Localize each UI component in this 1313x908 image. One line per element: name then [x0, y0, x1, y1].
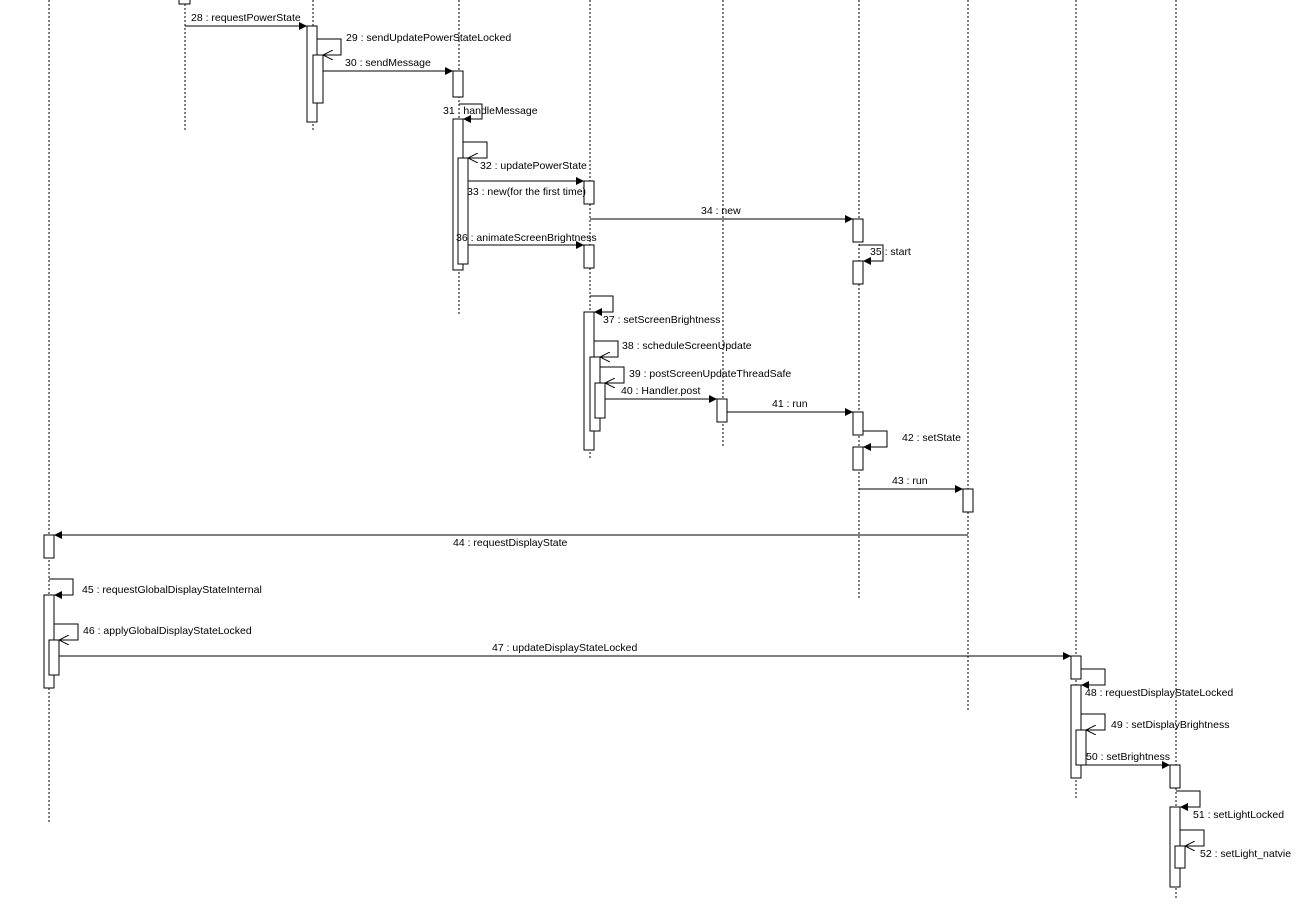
message-45-arrow: [49, 578, 74, 599]
activation-bar: [43, 534, 55, 559]
activation-bar: [583, 180, 595, 205]
message-33-label: 33 : new(for the first time): [467, 186, 586, 198]
message-39-label: 39 : postScreenUpdateThreadSafe: [629, 368, 791, 380]
activation-bar: [1169, 764, 1181, 789]
activation-bar: [457, 157, 469, 265]
message-29-arrow: [317, 38, 342, 55]
activation-bar: [312, 54, 324, 104]
message-36-label: 36 : animateScreenBrightness: [456, 232, 597, 244]
activation-bar: [962, 488, 974, 513]
message-44-label: 44 : requestDisplayState: [453, 537, 568, 549]
message-46-label: 46 : applyGlobalDisplayStateLocked: [83, 625, 252, 637]
activation-bar: [852, 411, 864, 436]
message-42-label: 42 : setState: [902, 432, 961, 444]
activation-bar: [178, 0, 191, 5]
message-28-label: 28 : requestPowerState: [191, 12, 301, 24]
message-31-arrow: [459, 103, 483, 123]
activation-bar: [583, 244, 595, 269]
message-29-label: 29 : sendUpdatePowerStateLocked: [346, 32, 511, 44]
message-50-label: 50 : setBrightness: [1086, 751, 1170, 763]
activation-bar: [1070, 655, 1082, 680]
message-45-label: 45 : requestGlobalDisplayStateInternal: [82, 584, 262, 596]
message-30-label: 30 : sendMessage: [345, 57, 431, 69]
self-call-arrow: [463, 141, 488, 158]
message-46-arrow: [54, 623, 79, 640]
message-37-label: 37 : setScreenBrightness: [603, 314, 720, 326]
message-49-arrow: [1081, 713, 1106, 730]
message-52-arrow: [1180, 829, 1205, 846]
message-37-arrow: [590, 295, 614, 316]
message-35-label: 35 : start: [870, 246, 911, 258]
message-34-label: 34 : new: [701, 205, 741, 217]
message-52-label: 52 : setLight_natvie: [1200, 848, 1291, 860]
message-48-arrow: [1081, 668, 1106, 689]
activation-bar: [852, 260, 864, 285]
message-32-label: 32 : updatePowerState: [480, 160, 587, 172]
activation-bar: [852, 446, 864, 471]
lifelines: [48, 0, 1177, 898]
activation-bar: [852, 218, 864, 243]
message-39-arrow: [600, 366, 625, 383]
activation-bar: [716, 398, 728, 423]
message-38-label: 38 : scheduleScreenUpdate: [622, 340, 752, 352]
message-43-label: 43 : run: [892, 475, 928, 487]
activation-bar: [1174, 845, 1186, 869]
message-51-arrow: [1176, 790, 1201, 811]
message-41-label: 41 : run: [772, 398, 808, 410]
message-31-label: 31 : handleMessage: [443, 105, 538, 117]
message-48-label: 48 : requestDisplayStateLocked: [1085, 687, 1233, 699]
activation-bars: [43, 0, 1186, 888]
activation-bar: [452, 70, 464, 98]
activation-bar: [594, 382, 606, 419]
message-38-arrow: [594, 340, 619, 357]
message-51-label: 51 : setLightLocked: [1193, 809, 1284, 821]
message-49-label: 49 : setDisplayBrightness: [1111, 719, 1229, 731]
activation-bar: [48, 639, 60, 676]
messages: 28 : requestPowerState 29 : sendUpdatePo…: [49, 12, 1291, 860]
message-42-arrow: [863, 430, 888, 451]
activation-bar: [1075, 729, 1087, 766]
message-35-arrow: [859, 244, 884, 265]
message-47-label: 47 : updateDisplayStateLocked: [492, 642, 638, 654]
message-40-label: 40 : Handler.post: [621, 385, 700, 397]
